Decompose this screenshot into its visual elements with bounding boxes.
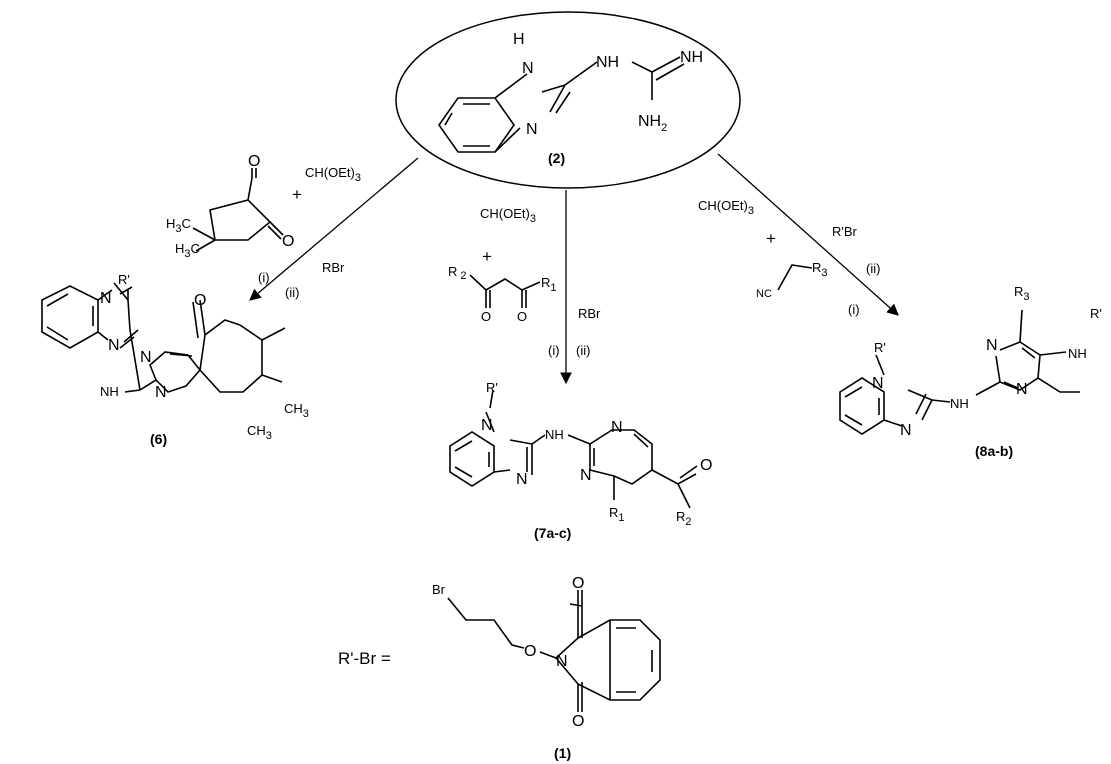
highlight-ellipse: [395, 11, 741, 189]
compound-8-bonds: [839, 309, 1080, 435]
arrow-left: [249, 157, 419, 301]
compound-6: N R' N NH N N O CH3 CH3 (6): [41, 272, 309, 447]
compound-2-bonds: [438, 56, 685, 153]
dimedone-reagent: O O H3C H3C: [166, 153, 294, 260]
compound-1-bonds: [447, 590, 661, 712]
nitrile-r3: R3: [812, 260, 828, 279]
reagent-rbr-middle: RBr: [578, 306, 601, 321]
compound-6-n3: N: [140, 349, 152, 366]
step-i-middle: (i): [548, 343, 560, 358]
compound-7-n1: N: [481, 417, 493, 434]
dimedone-o1: O: [248, 153, 260, 170]
compound-1-o-top: O: [572, 575, 584, 592]
compound-8-nh-side: NH: [1068, 346, 1087, 361]
compound-8-nh: NH: [950, 396, 969, 411]
atom-n1: N: [522, 60, 534, 77]
nitrile-bonds: [777, 264, 813, 291]
dimedone-ch3-a: H3C: [166, 216, 191, 235]
compound-8-n3: N: [986, 337, 998, 354]
atom-nh-imine: NH: [680, 49, 703, 66]
compound-6-nh: NH: [100, 384, 119, 399]
compound-7-n4: N: [580, 467, 592, 484]
diketone-o2: O: [517, 309, 527, 324]
compound-8: R' N N NH N N R3 NH R' (8a-b): [839, 284, 1102, 459]
diketone-o1: O: [481, 309, 491, 324]
compound-1-o: O: [524, 643, 536, 660]
compound-6-rprime: R': [118, 272, 130, 287]
step-ii-middle: (ii): [576, 343, 590, 358]
atom-n2: N: [526, 121, 538, 138]
compound-6-n1: N: [100, 290, 112, 307]
compound-label-2: (2): [548, 150, 565, 166]
compound-8-rprime: R': [874, 340, 886, 355]
compound-7-o: O: [700, 457, 712, 474]
dimedone-bonds: [192, 168, 284, 252]
compound-7-bonds: [449, 389, 698, 509]
compound-2: H N N NH NH NH2 (2): [395, 11, 741, 189]
compound-6-n4: N: [155, 384, 167, 401]
compound-7-r1: R1: [609, 505, 625, 524]
reagent-orthoformate-left: CH(OEt)3: [305, 165, 361, 184]
atom-nh-link: NH: [596, 54, 619, 71]
compound-1-br: Br: [432, 582, 446, 597]
arrow-right: [717, 153, 899, 316]
compound-7-nh: NH: [545, 427, 564, 442]
compound-8-n1: N: [872, 375, 884, 392]
compound-7-rprime: R': [486, 380, 498, 395]
compound-6-ch3-b: CH3: [247, 423, 272, 442]
diketone-bonds: [469, 274, 541, 308]
compound-label-8: (8a-b): [975, 443, 1013, 459]
compound-8-r3: R3: [1014, 284, 1030, 303]
definition-lhs: R'-Br =: [338, 649, 391, 668]
compound-label-1: (1): [554, 745, 571, 761]
compound-6-bonds: [41, 282, 286, 393]
step-ii-left: (ii): [285, 285, 299, 300]
step-i-left: (i): [258, 270, 270, 285]
reagent-orthoformate-right: CH(OEt)3: [698, 198, 754, 217]
nitrile-nc: NC: [756, 288, 772, 300]
plus-middle: +: [482, 247, 492, 266]
step-ii-right: (ii): [866, 261, 880, 276]
compound-1-n: N: [556, 653, 568, 670]
reagent-orthoformate-middle: CH(OEt)3: [480, 206, 536, 225]
compound-1-o-bottom: O: [572, 713, 584, 730]
dimedone-o2: O: [282, 233, 294, 250]
compound-6-ch3-a: CH3: [284, 401, 309, 420]
compound-7: R' N N NH N N O R1 R2 (7a-c): [449, 380, 712, 541]
compound-7-r2: R2: [676, 509, 692, 528]
compound-1: Br O N O O (1): [432, 575, 661, 761]
compound-label-7: (7a-c): [534, 525, 571, 541]
atom-h: H: [513, 31, 525, 48]
atom-nh2: NH2: [638, 113, 667, 134]
plus-left: +: [292, 185, 302, 204]
compound-6-n2: N: [108, 337, 120, 354]
compound-label-6: (6): [150, 431, 167, 447]
plus-right: +: [766, 229, 776, 248]
compound-8-n2: N: [900, 422, 912, 439]
nitrile-reagent: NC R3: [756, 260, 828, 300]
step-i-right: (i): [848, 302, 860, 317]
compound-7-n2: N: [516, 471, 528, 488]
compound-8-n4: N: [1016, 381, 1028, 398]
compound-6-o: O: [194, 292, 206, 309]
reagent-rpbr-right: R'Br: [832, 224, 858, 239]
compound-8-rprime-side: R': [1090, 306, 1102, 321]
dimedone-ch3-b: H3C: [175, 241, 200, 260]
reagent-rbr-left: RBr: [322, 260, 345, 275]
diketone-r1: R1: [541, 275, 557, 294]
compound-7-n3: N: [611, 419, 623, 436]
